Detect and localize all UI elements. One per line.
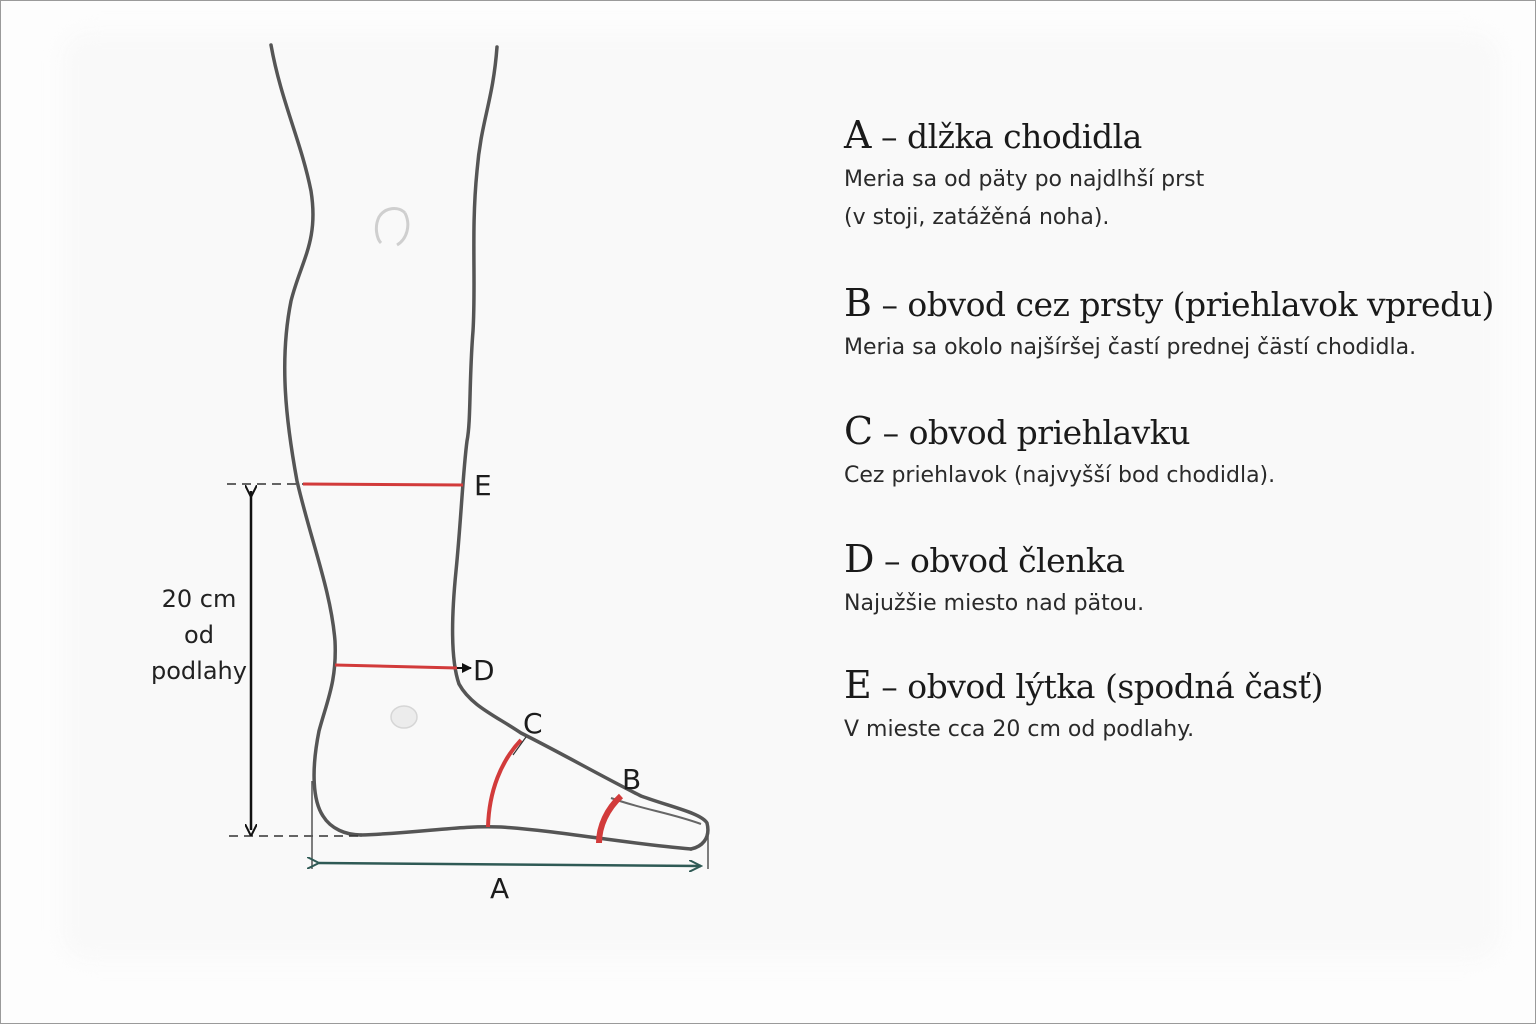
measure-line-b (596, 793, 624, 844)
label-d: D (473, 654, 495, 687)
legend-letter-b: B (844, 281, 872, 325)
legend-desc-e-1: V mieste cca 20 cm od podlahy. (844, 717, 1195, 742)
legend-letter-a: A (844, 113, 871, 157)
length-arrow (319, 863, 701, 866)
legend-entry-b: B – obvod cez prsty (priehlavok vpredu) … (844, 279, 1524, 407)
knee-mark (374, 207, 410, 247)
legend-desc-a-1: Meria sa od päty po najdlhší prst (844, 167, 1205, 192)
legend-letter-d: D (844, 537, 874, 581)
legend-title-d: D – obvod členka (844, 535, 1524, 585)
legend-title-a: A – dlžka chodidla (844, 111, 1524, 161)
label-e: E (474, 469, 492, 502)
height-label-line3: podlahy (151, 657, 247, 685)
legend-entry-a: A – dlžka chodidla Meria sa od päty po n… (844, 111, 1524, 279)
label-c: C (523, 707, 543, 740)
measure-line-e (302, 482, 464, 487)
measure-line-d (334, 663, 458, 670)
legend-letter-c: C (844, 409, 873, 453)
legend-title-c: C – obvod priehlavku (844, 407, 1524, 457)
pointer-c (512, 736, 527, 756)
legend-title-text-b: – obvod cez prsty (priehlavok vpredu) (881, 285, 1494, 324)
legend-title-text-c: – obvod priehlavku (882, 413, 1191, 452)
measure-line-c (486, 738, 523, 828)
legend-entry-c: C – obvod priehlavku Cez priehlavok (naj… (844, 407, 1524, 535)
legend-desc-b-1: Meria sa okolo najšíršej častí prednej č… (844, 335, 1417, 360)
legend-desc-d-1: Najužšie miesto nad pätou. (844, 591, 1145, 616)
legend-entry-d: D – obvod členka Najužšie miesto nad pät… (844, 535, 1524, 661)
legend-desc-a-2: (v stoji, zatážěná noha). (844, 205, 1110, 230)
ankle-bone-mark (390, 705, 418, 729)
legend-title-b: B – obvod cez prsty (priehlavok vpredu) (844, 279, 1524, 329)
legend-title-text-d: – obvod členka (883, 541, 1125, 580)
legend-title-text-e: – obvod lýtka (spodná časť) (881, 667, 1324, 706)
legend-entry-e: E – obvod lýtka (spodná časť) V mieste c… (844, 661, 1524, 789)
label-a: A (490, 872, 509, 905)
height-label-line1: 20 cm (161, 585, 237, 613)
height-label-line2: od (184, 621, 214, 649)
leg-outline-back (269, 43, 363, 837)
sole-outline (359, 824, 693, 851)
legend-desc-c-1: Cez priehlavok (najvyšší bod chodidla). (844, 463, 1276, 488)
legend-title-e: E – obvod lýtka (spodná časť) (844, 661, 1524, 711)
height-label: 20 cm od podlahy (129, 581, 269, 689)
legend-letter-e: E (844, 663, 872, 707)
label-b: B (622, 763, 641, 796)
legend-title-text-a: – dlžka chodidla (880, 117, 1142, 156)
measurement-legend: A – dlžka chodidla Meria sa od päty po n… (844, 111, 1524, 789)
leg-outline-front (450, 45, 710, 851)
